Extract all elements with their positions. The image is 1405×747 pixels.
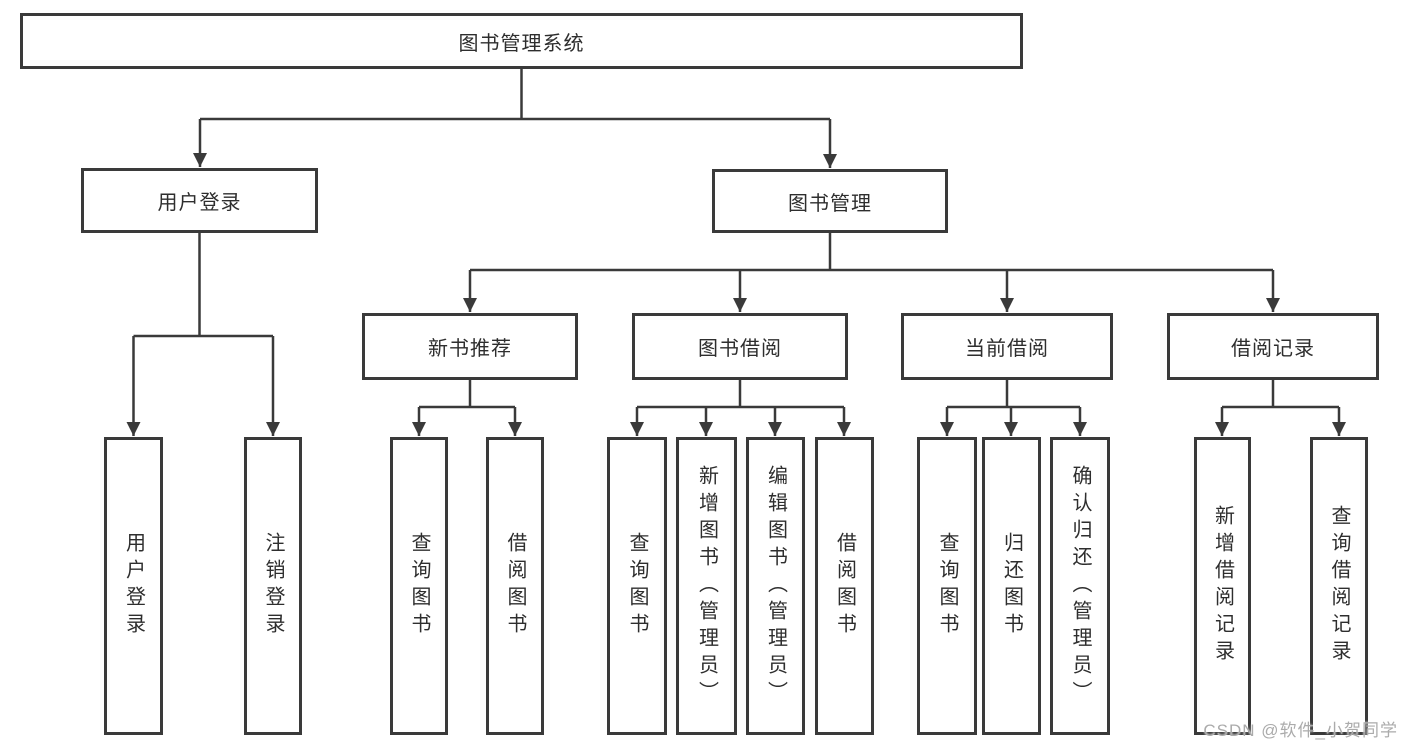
leaf-borrow-query-books-label: 查询图书 xyxy=(626,532,648,640)
node-new-book-recommend: 新书推荐 xyxy=(362,313,578,380)
leaf-records-add-record: 新增借阅记录 xyxy=(1194,437,1251,735)
node-user-login-label: 用户登录 xyxy=(157,192,242,214)
leaf-records-query-record-label: 查询借阅记录 xyxy=(1328,505,1350,667)
leaf-user-login: 用户登录 xyxy=(104,437,163,735)
leaf-logout-label: 注销登录 xyxy=(262,532,284,640)
leaf-newbook-borrow-books-label: 借阅图书 xyxy=(504,532,526,640)
node-current-borrow: 当前借阅 xyxy=(901,313,1113,380)
leaf-records-add-record-label: 新增借阅记录 xyxy=(1211,505,1234,667)
leaf-current-return-books-label: 归还图书 xyxy=(1000,532,1023,640)
leaf-borrow-edit-books-admin-label: 编辑图书（管理员） xyxy=(764,464,787,708)
leaf-newbook-borrow-books: 借阅图书 xyxy=(486,437,544,735)
node-borrow-records: 借阅记录 xyxy=(1167,313,1379,380)
leaf-current-query-books-label: 查询图书 xyxy=(936,532,958,640)
leaf-borrow-add-books-admin-label: 新增图书（管理员） xyxy=(695,464,718,708)
leaf-newbook-query-books: 查询图书 xyxy=(390,437,448,735)
leaf-current-return-books: 归还图书 xyxy=(982,437,1041,735)
csdn-watermark: CSDN @软件_小贺同学 xyxy=(1203,721,1398,740)
leaf-borrow-borrow-books-label: 借阅图书 xyxy=(833,532,856,640)
leaf-borrow-edit-books-admin: 编辑图书（管理员） xyxy=(746,437,805,735)
node-book-management: 图书管理 xyxy=(712,169,948,233)
leaf-borrow-query-books: 查询图书 xyxy=(607,437,667,735)
node-new-book-recommend-label: 新书推荐 xyxy=(428,338,512,360)
leaf-records-query-record: 查询借阅记录 xyxy=(1310,437,1368,735)
node-root-label: 图书管理系统 xyxy=(458,32,585,55)
node-borrow-records-label: 借阅记录 xyxy=(1231,338,1315,360)
node-book-borrow-label: 图书借阅 xyxy=(698,338,782,360)
leaf-borrow-add-books-admin: 新增图书（管理员） xyxy=(676,437,737,735)
node-book-management-label: 图书管理 xyxy=(788,192,872,215)
node-root-system: 图书管理系统 xyxy=(20,13,1023,69)
leaf-logout: 注销登录 xyxy=(244,437,302,735)
leaf-newbook-query-books-label: 查询图书 xyxy=(408,532,430,640)
node-user-login: 用户登录 xyxy=(81,168,318,233)
leaf-user-login-label: 用户登录 xyxy=(122,532,145,640)
node-current-borrow-label: 当前借阅 xyxy=(965,338,1049,360)
leaf-borrow-borrow-books: 借阅图书 xyxy=(815,437,874,735)
node-book-borrow: 图书借阅 xyxy=(632,313,848,380)
leaf-current-confirm-return-admin: 确认归还（管理员） xyxy=(1050,437,1110,735)
leaf-current-query-books: 查询图书 xyxy=(917,437,977,735)
leaf-current-confirm-return-admin-label: 确认归还（管理员） xyxy=(1069,464,1091,708)
